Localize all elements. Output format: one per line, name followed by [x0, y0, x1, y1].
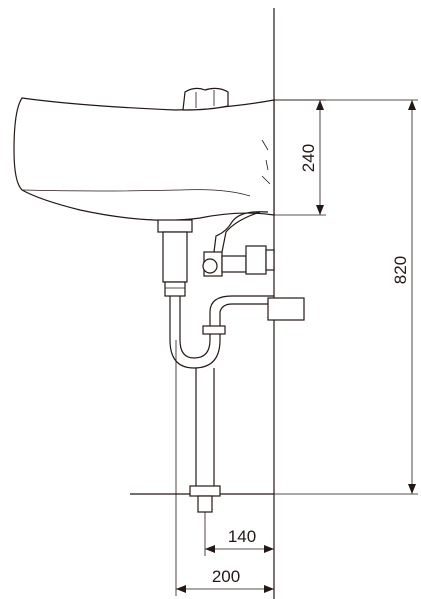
dimension-label-200: 200 — [212, 567, 240, 586]
dimension-240: 240 — [274, 99, 326, 216]
floor-drain-pipe — [189, 368, 221, 513]
dimension-200: 200 — [175, 340, 274, 596]
dimension-label-820: 820 — [391, 256, 410, 284]
dimension-label-240: 240 — [299, 144, 318, 172]
dimension-820: 820 — [274, 99, 418, 495]
p-trap — [169, 295, 305, 369]
faucet — [182, 87, 229, 111]
dimension-label-140: 140 — [228, 527, 256, 546]
drain-tailpiece — [157, 219, 193, 297]
drain-pipe — [169, 296, 181, 340]
dimension-140: 140 — [204, 512, 274, 556]
supply-stop-valve — [202, 211, 275, 277]
sink-basin — [13, 97, 275, 221]
